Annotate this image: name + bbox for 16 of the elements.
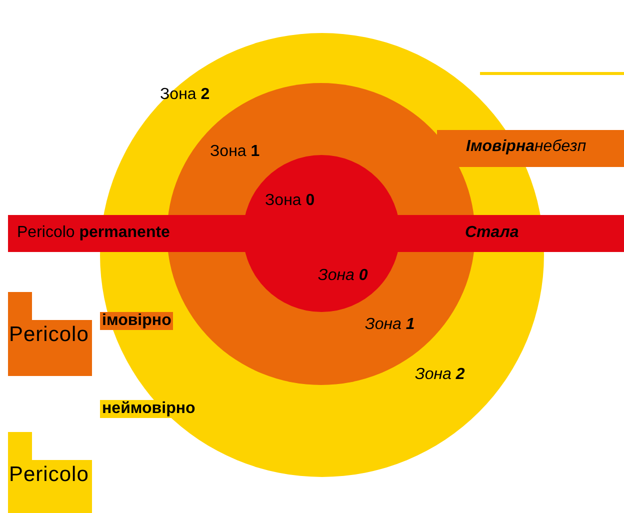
zone-label: Зона 1 (365, 316, 415, 334)
hazard-label: Стала (465, 224, 519, 242)
risk-level-label: імовірно (100, 312, 174, 330)
hazard-label: Pericolo (9, 462, 89, 488)
hazard-label: Pericolo (9, 322, 89, 348)
zone-label: Зона 0 (318, 267, 368, 286)
zone-label: Зона 2 (415, 366, 465, 384)
hazard-label: Pericolo permanente (17, 224, 170, 242)
hazard-label: Імовірнанебезп (466, 138, 586, 156)
hazard-band (8, 215, 624, 252)
hazard-tab (8, 320, 92, 376)
zone-label: Зона 1 (210, 143, 260, 162)
hazard-tab (8, 460, 92, 513)
risk-level-label: неймовірно (100, 400, 198, 418)
hazard-band (437, 130, 624, 167)
zone-label: Зона 0 (265, 192, 315, 210)
